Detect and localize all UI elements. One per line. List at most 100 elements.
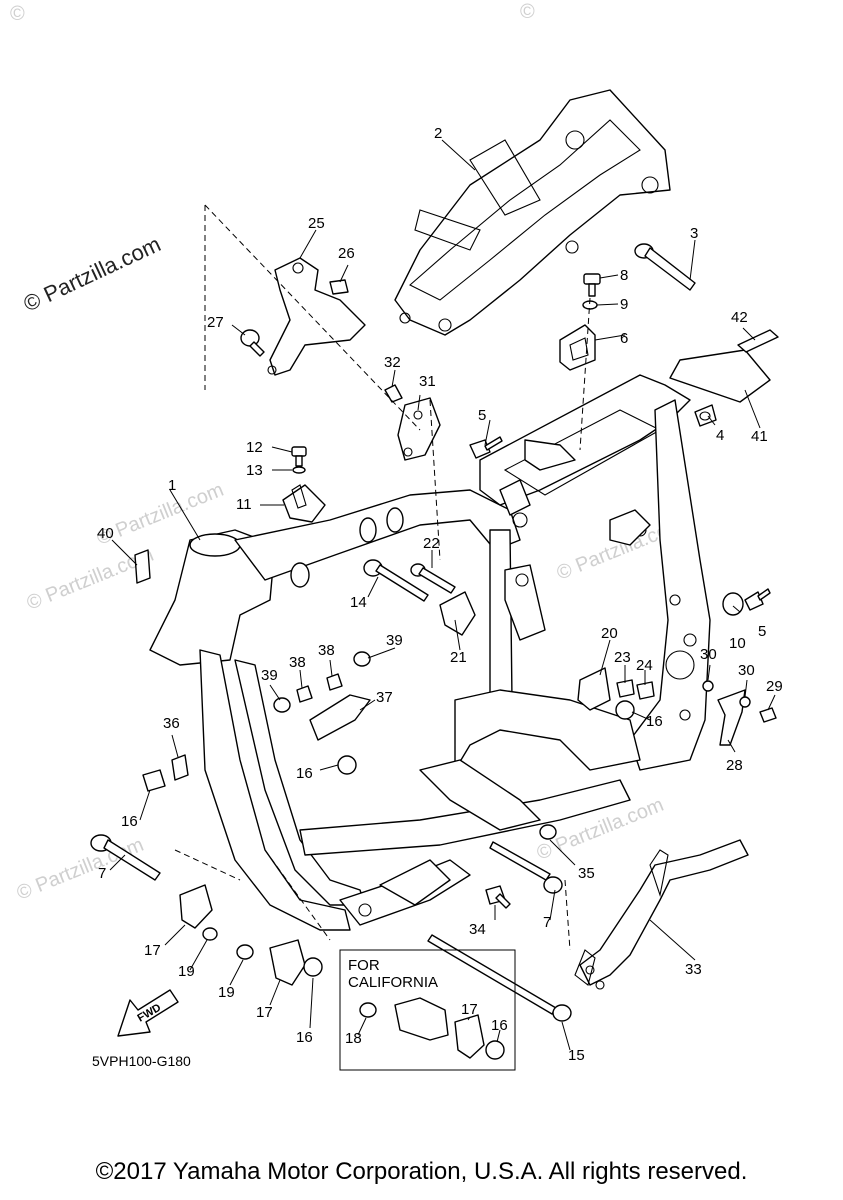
callout-5: 5 bbox=[478, 407, 486, 424]
clamp-39a bbox=[273, 697, 291, 713]
bolt-34 bbox=[485, 885, 511, 909]
callout-19: 19 bbox=[218, 984, 235, 1001]
callout-10: 10 bbox=[729, 635, 746, 652]
rear-bracket-part bbox=[574, 839, 749, 990]
callout-7: 7 bbox=[98, 865, 106, 882]
bolt-8 bbox=[583, 273, 601, 297]
callout-40: 40 bbox=[97, 525, 114, 542]
callout-9: 9 bbox=[620, 296, 628, 313]
callout-3: 3 bbox=[690, 225, 698, 242]
callout-1: 1 bbox=[168, 477, 176, 494]
washer-30b bbox=[739, 696, 751, 708]
diagram-code: 5VPH100-G180 bbox=[92, 1053, 191, 1069]
bracket-20 bbox=[577, 667, 611, 711]
california-inset: FOR CALIFORNIA bbox=[339, 949, 516, 1071]
clip-42 bbox=[737, 329, 779, 353]
bolt-38a bbox=[296, 685, 313, 703]
callout-22: 22 bbox=[423, 535, 440, 552]
callout-30: 30 bbox=[700, 646, 717, 663]
nut-16-lower bbox=[303, 957, 323, 977]
bracket-6 bbox=[559, 324, 596, 371]
callout-25: 25 bbox=[308, 215, 325, 232]
callout-34: 34 bbox=[469, 921, 486, 938]
callout-21: 21 bbox=[450, 649, 467, 666]
bracket-17-mid bbox=[269, 939, 306, 986]
washer-13 bbox=[292, 466, 306, 474]
callout-17: 17 bbox=[256, 1004, 273, 1021]
callout-4: 4 bbox=[716, 427, 724, 444]
watermark-faint: © bbox=[520, 1, 535, 23]
callout-39: 39 bbox=[386, 632, 403, 649]
label-40 bbox=[134, 549, 151, 584]
bracket-17-left bbox=[179, 884, 213, 929]
callout-23: 23 bbox=[614, 649, 631, 666]
callout-5: 5 bbox=[758, 623, 766, 640]
watermark-faint: © bbox=[10, 3, 25, 25]
bolt-5-right bbox=[744, 588, 771, 611]
callout-32: 32 bbox=[384, 354, 401, 371]
nut-16-mid bbox=[337, 755, 357, 775]
callout-29: 29 bbox=[766, 678, 783, 695]
callout-28: 28 bbox=[726, 757, 743, 774]
nut-24 bbox=[636, 681, 655, 700]
bracket-25 bbox=[267, 257, 366, 376]
callout-18: 18 bbox=[345, 1030, 362, 1047]
cap-10 bbox=[722, 592, 744, 616]
washer-30a bbox=[702, 680, 714, 692]
callout-20: 20 bbox=[601, 625, 618, 642]
bolt-19-mid bbox=[236, 944, 254, 960]
nut-16-left bbox=[142, 769, 166, 792]
callout-16: 16 bbox=[296, 765, 313, 782]
long-bolt-7-left bbox=[90, 834, 161, 881]
bolt-26 bbox=[329, 279, 349, 295]
nut-4 bbox=[694, 404, 717, 427]
rear-fender-part bbox=[394, 89, 671, 336]
callout-24: 24 bbox=[636, 657, 653, 674]
callout-16: 16 bbox=[121, 813, 138, 830]
bolt-32 bbox=[384, 384, 403, 403]
tag-36 bbox=[171, 754, 189, 781]
long-bolt-7-right bbox=[489, 841, 563, 894]
fwd-arrow-icon: FWD bbox=[117, 989, 179, 1037]
callout-30: 30 bbox=[738, 662, 755, 679]
callout-12: 12 bbox=[246, 439, 263, 456]
cap-35 bbox=[539, 824, 557, 840]
long-bolt-22 bbox=[410, 563, 456, 594]
callout-16: 16 bbox=[296, 1029, 313, 1046]
callout-38: 38 bbox=[289, 654, 306, 671]
callout-2: 2 bbox=[434, 125, 442, 142]
callout-38: 38 bbox=[318, 642, 335, 659]
plate-41 bbox=[669, 349, 771, 403]
callout-41: 41 bbox=[751, 428, 768, 445]
bracket-21 bbox=[439, 591, 476, 636]
callout-36: 36 bbox=[163, 715, 180, 732]
callout-11: 11 bbox=[236, 496, 252, 513]
callout-33: 33 bbox=[685, 961, 702, 978]
long-bolt-15 bbox=[427, 934, 572, 1022]
inset-title-line1: FOR bbox=[348, 957, 380, 974]
callout-7: 7 bbox=[543, 914, 551, 931]
callout-39: 39 bbox=[261, 667, 278, 684]
callout-15: 15 bbox=[568, 1047, 585, 1064]
callout-19: 19 bbox=[178, 963, 195, 980]
callout-27: 27 bbox=[207, 314, 224, 331]
callout-35: 35 bbox=[578, 865, 595, 882]
bracket-31 bbox=[397, 397, 441, 461]
callout-16: 16 bbox=[491, 1017, 508, 1034]
fwd-label: FWD bbox=[136, 1002, 164, 1025]
bolt-29 bbox=[759, 707, 777, 723]
callout-6: 6 bbox=[620, 330, 628, 347]
bolt-19-left bbox=[202, 927, 218, 941]
bracket-11 bbox=[282, 484, 326, 523]
bracket-28 bbox=[717, 689, 746, 746]
long-bolt-3 bbox=[634, 243, 696, 291]
callout-26: 26 bbox=[338, 245, 355, 262]
watermark-faint: © Partzilla.com bbox=[14, 834, 147, 905]
clamp-39b bbox=[353, 651, 371, 667]
callout-8: 8 bbox=[620, 267, 628, 284]
long-bolt-14 bbox=[363, 559, 429, 602]
callout-13: 13 bbox=[246, 462, 263, 479]
nut-23 bbox=[616, 679, 635, 698]
callout-31: 31 bbox=[419, 373, 436, 390]
main-frame-part bbox=[149, 374, 711, 931]
